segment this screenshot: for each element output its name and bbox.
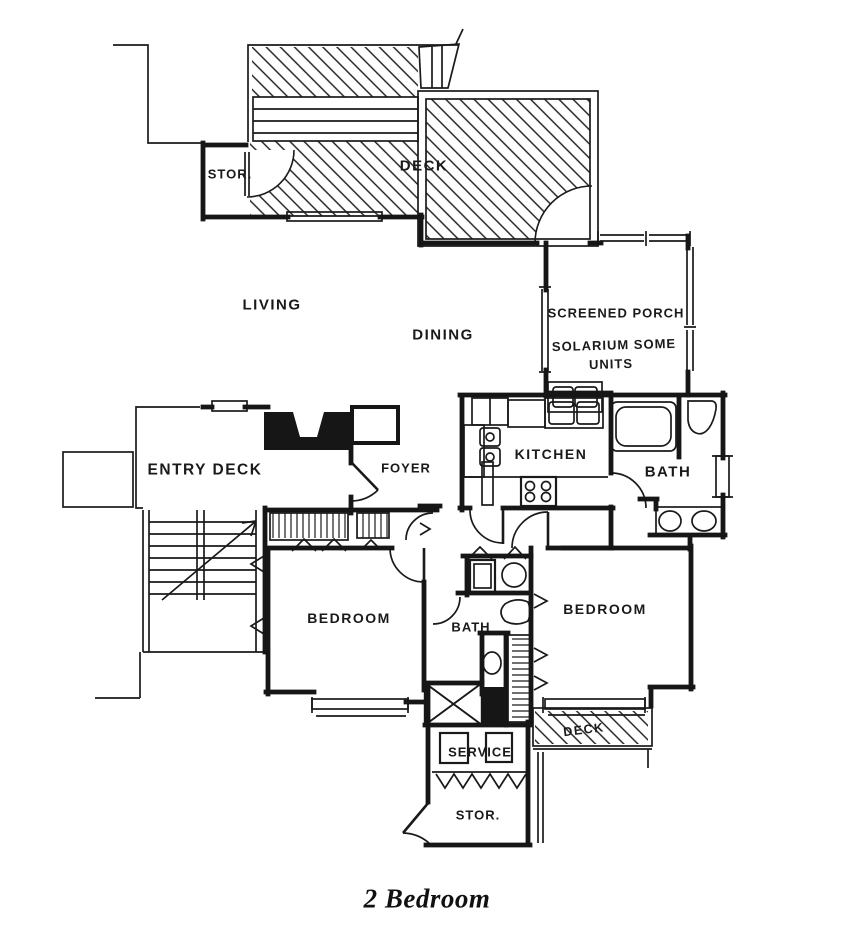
label-dining: DINING (412, 326, 474, 344)
label-entry-deck: ENTRY DECK (147, 461, 263, 479)
label-service: SERVICE (448, 744, 512, 760)
walls (200, 140, 728, 848)
label-deck-top: DECK (399, 157, 449, 175)
label-bath-right: BATH (644, 463, 692, 481)
label-storage-bottom: STOR. (455, 807, 501, 823)
label-solarium-note-line2: UNITS (588, 355, 634, 373)
label-solarium-note-line1: SOLARIUM SOME (551, 335, 677, 355)
label-storage-top: STOR. (207, 166, 253, 182)
fireplace-and-chase (264, 405, 507, 725)
deck-hatch-areas (250, 47, 648, 744)
label-bedroom-left: BEDROOM (307, 610, 391, 626)
label-bath-center: BATH (451, 619, 491, 635)
door-swings-on-deck (246, 149, 593, 244)
label-screened-porch: SCREENED PORCH (547, 305, 685, 321)
label-foyer: FOYER (381, 460, 431, 476)
label-bedroom-right: BEDROOM (563, 601, 647, 617)
label-kitchen: KITCHEN (514, 446, 588, 462)
label-living: LIVING (242, 296, 302, 314)
plan-caption: 2 Bedroom (363, 883, 491, 914)
